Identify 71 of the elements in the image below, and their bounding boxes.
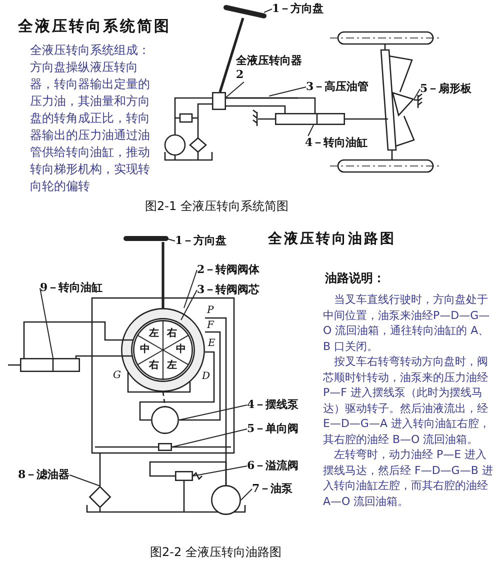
steering-cylinder-drawing — [20, 358, 80, 372]
callout-label: 2－转阀阀体 — [197, 263, 260, 277]
figure-caption: 图2-1 全液压转向系统简图 — [145, 198, 288, 215]
pipe-line — [162, 242, 164, 308]
callout-label: 6－溢流阀 — [247, 459, 299, 473]
description-text: 全液压转向系统组成：方向盘操纵液压转向器，转向器输出定量的压力油，其油量和方向盘的转角成正比，转向器输出的压力油通过油管供给转向油缸，推动转向梯形机构，实现转向轮的偏转 — [30, 42, 151, 195]
steering-unit-drawing — [212, 92, 226, 110]
leader-line — [184, 270, 198, 308]
pipe-line — [226, 105, 286, 113]
callout-label: 1－方向盘 — [175, 234, 227, 248]
high-pressure-pipe-drawing — [226, 96, 298, 100]
port-letter: G — [113, 370, 121, 381]
port-letter: D — [202, 371, 210, 382]
steering-cylinder-drawing — [275, 113, 345, 125]
explanation-paragraph: 当叉车直线行驶时，方向盘处于中间位置，油泵来油经P—D—G—O 流回油箱，通往转向油缸的 A、B 口关闭。 — [323, 292, 491, 354]
callout-label: 全液压转向器 — [236, 54, 302, 68]
callout-label: 4－摆线泵 — [247, 398, 299, 412]
sector-plate-drawing — [392, 92, 414, 116]
port-letter: E — [208, 338, 216, 349]
heading: 全液压转向系统简图 — [18, 17, 171, 36]
callout-label: 5－单向阀 — [247, 422, 299, 436]
leader-line — [414, 88, 420, 100]
sector-label: 中 — [140, 344, 150, 355]
leader-line — [240, 488, 252, 500]
callout-label: 7－油泵 — [252, 482, 293, 496]
pipe-line — [75, 355, 133, 358]
port-letter: P — [207, 305, 214, 316]
leader-line — [69, 474, 100, 486]
cycloid-pump-drawing — [151, 406, 179, 434]
callout-label: 3－高压油管 — [306, 80, 369, 94]
pipe-line — [298, 97, 316, 113]
figure-caption: 图2-2 全液压转向油路图 — [150, 544, 282, 561]
pipe-line — [179, 331, 221, 421]
sector-label: 左 — [167, 360, 177, 371]
callout-label: 3－转阀阀芯 — [197, 283, 260, 297]
valve-core-drawing — [133, 320, 193, 380]
explanation-paragraph: 按叉车右转弯转动方向盘时，阀芯顺时针转动，油泵来的压力油经 P—F 进入摆线泵（此时为摆线马达）驱动转子。然后油液流出，经 E—D—G—A 进入转向油缸右腔，其右腔的油经 B—O 流回油箱。 — [323, 354, 491, 447]
callout-label: 5－扇形板 — [420, 82, 472, 96]
pipe-line — [23, 321, 133, 358]
pipe-line — [149, 461, 227, 485]
sector-label: 右 — [167, 328, 177, 339]
sector-label: 中 — [176, 344, 186, 355]
heading: 全液压转向油路图 — [268, 230, 396, 248]
callout-label: 2 — [236, 68, 245, 82]
leader-line — [192, 466, 248, 476]
leader-line — [226, 82, 244, 98]
leader-line — [172, 428, 248, 448]
leader-line — [180, 290, 198, 320]
leader-line — [268, 86, 306, 96]
leader-line — [264, 8, 272, 13]
explanation-paragraph: 左转弯时，动力油经 P—E 进入摆线马达，然后经 F—D—G—B 进入转向油缸左腔，而其右腔的油经 A—O 流回油箱。 — [323, 447, 494, 509]
leader-line — [40, 288, 54, 358]
oil-filter-drawing — [89, 486, 111, 508]
sector-label: 左 — [149, 328, 159, 339]
check-valve-drawing — [158, 443, 172, 451]
leader-line — [308, 124, 314, 136]
pipe-line — [218, 18, 244, 92]
callout-label: 8－滤油器 — [18, 468, 70, 482]
callout-label: 1－方向盘 — [272, 2, 324, 16]
leader-line — [166, 238, 176, 242]
sector-label: 右 — [149, 360, 159, 371]
callout-label: 4－转向油缸 — [305, 136, 368, 150]
oil-pump-drawing — [211, 485, 241, 515]
steering-wheel-drawing — [126, 235, 166, 242]
steering-wheel-drawing — [226, 4, 264, 18]
callout-label: 9－转向油缸 — [40, 281, 103, 295]
pipe-line — [139, 351, 215, 421]
relief-valve-drawing — [175, 471, 193, 481]
leader-line — [178, 404, 248, 420]
subheading: 油路说明： — [325, 270, 385, 287]
port-letter: F — [207, 320, 214, 331]
